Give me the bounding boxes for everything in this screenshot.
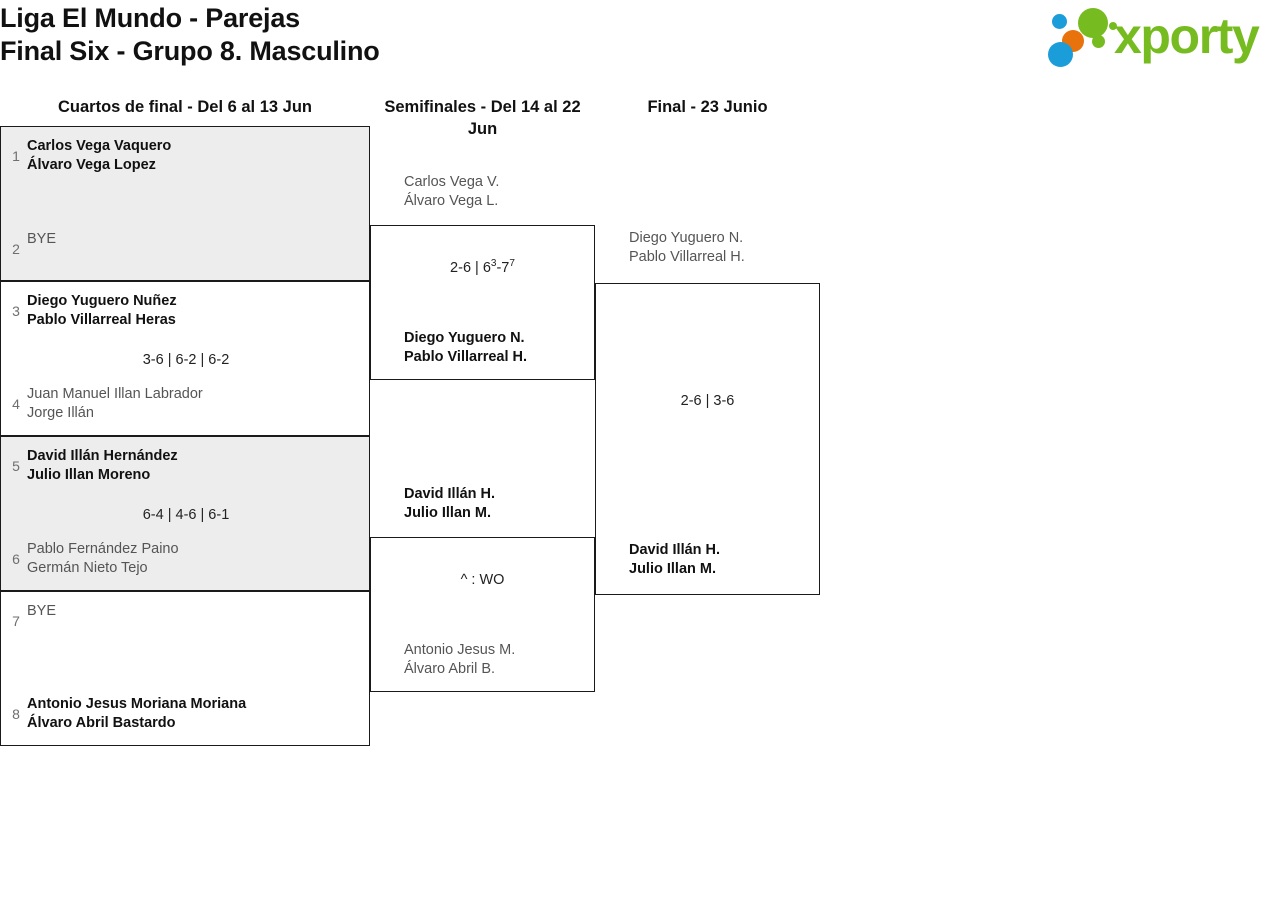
match-slot-bottom[interactable]: 2 BYE	[1, 228, 371, 274]
seed-number: 7	[12, 613, 20, 629]
logo-wordmark: xporty	[1114, 8, 1260, 64]
page-header: Liga El Mundo - Parejas Final Six - Grup…	[0, 0, 1280, 80]
player-name: Julio Illan Moreno	[27, 466, 151, 483]
dot-blue-small-top	[1052, 14, 1067, 29]
seed-number: 3	[12, 303, 20, 319]
round-header-quarterfinals: Cuartos de final - Del 6 al 13 Jun	[58, 98, 312, 116]
round-header-final: Final - 23 Junio	[647, 98, 768, 116]
player-name: Juan Manuel Illan Labrador	[27, 386, 203, 402]
dot-blue-large-bottom	[1048, 42, 1073, 67]
xporty-logo[interactable]: xporty	[1048, 6, 1276, 68]
logo-dots-icon	[1048, 8, 1120, 67]
semifinal-match[interactable]	[370, 225, 595, 380]
dot-green-tiny-right	[1109, 22, 1117, 30]
match-score: 2-6 | 3-6	[680, 393, 735, 409]
match-score: 3-6 | 6-2 | 6-2	[142, 352, 230, 368]
round-header-semifinals: Semifinales - Del 14 al 22 Jun	[384, 98, 581, 138]
player-name: BYE	[27, 603, 57, 619]
seed-number: 8	[12, 706, 20, 722]
player-name: Germán Nieto Tejo	[27, 559, 148, 576]
seed-number: 1	[12, 148, 20, 164]
match-score: ^ : WO	[460, 572, 505, 588]
semifinal-match[interactable]	[370, 537, 595, 692]
player-name: Antonio Jesus Moriana Moriana	[27, 696, 247, 712]
player-name: BYE	[27, 231, 57, 247]
player-names: BYE	[27, 230, 365, 249]
match-slot-top[interactable]: 7 BYE	[1, 600, 371, 646]
match-score: 2-6 | 63-77	[450, 258, 515, 276]
page-title-line-1: Liga El Mundo - Parejas	[0, 3, 300, 33]
page-title-line-2: Final Six - Grupo 8. Masculino	[0, 36, 380, 66]
seed-number: 4	[12, 396, 20, 412]
player-name: Álvaro Vega Lopez	[27, 156, 156, 173]
match-score: 6-4 | 4-6 | 6-1	[142, 507, 230, 523]
seed-number: 2	[12, 241, 20, 257]
seed-number: 5	[12, 458, 20, 474]
player-name: Pablo Villarreal Heras	[27, 311, 176, 328]
player-name: Diego Yuguero Nuñez	[27, 293, 177, 309]
player-name: Pablo Fernández Paino	[27, 541, 179, 557]
dot-green-small-mid	[1092, 35, 1105, 48]
player-name: Álvaro Abril Bastardo	[27, 714, 176, 731]
seed-number: 6	[12, 551, 20, 567]
final-match[interactable]	[595, 283, 820, 595]
player-name: Jorge Illán	[27, 404, 94, 421]
player-name: Carlos Vega Vaquero	[27, 138, 172, 154]
page-title: Liga El Mundo - Parejas Final Six - Grup…	[0, 2, 380, 68]
player-names: BYE	[27, 602, 365, 621]
dot-green-large-top	[1078, 8, 1108, 38]
player-name: David Illán Hernández	[27, 448, 178, 464]
